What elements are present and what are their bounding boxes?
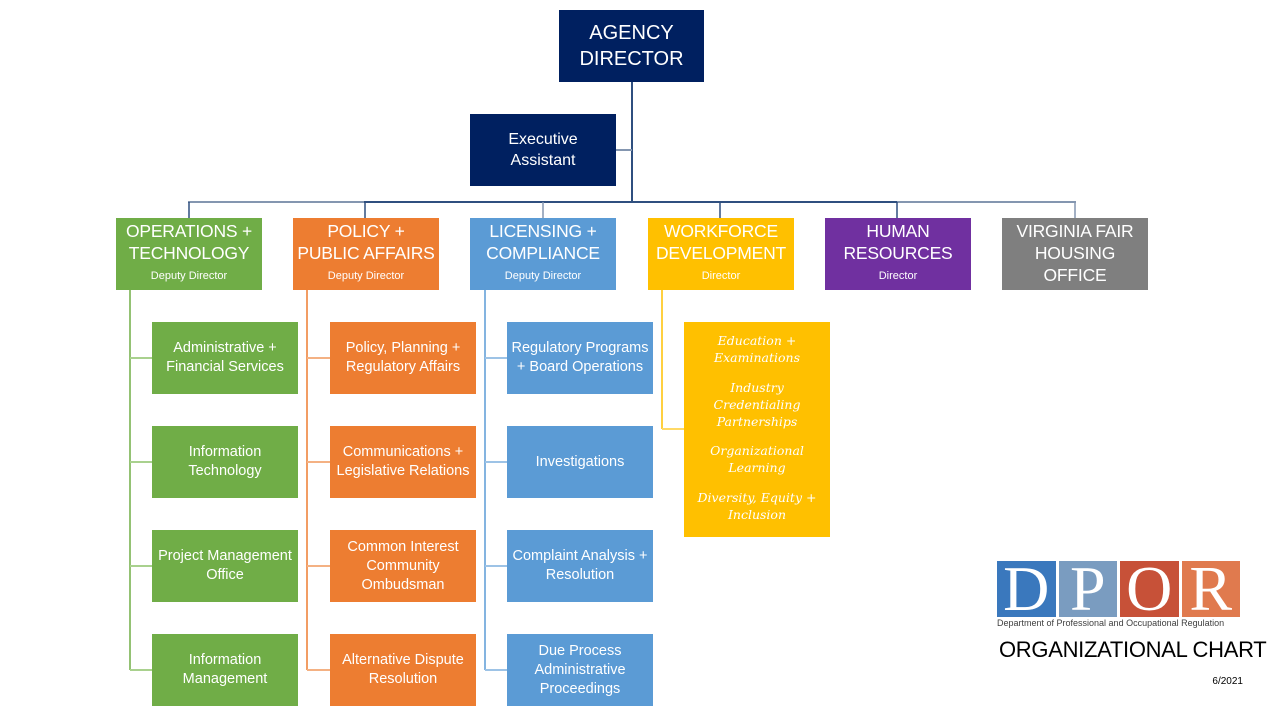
dept-workforce-development: WORKFORCE DEVELOPMENT Director	[648, 218, 794, 290]
dept-operations-technology: OPERATIONS + TECHNOLOGY Deputy Director	[116, 218, 262, 290]
unit-diversity-equity-inclusion: Diversity, Equity + Inclusion	[697, 489, 817, 522]
workforce-units-box: Education + Examinations Industry Creden…	[684, 322, 830, 537]
logo-subtitle: Department of Professional and Occupatio…	[997, 618, 1225, 628]
dept-name-line2: DEVELOPMENT	[655, 243, 787, 263]
unit-cic-ombudsman: Common Interest Community Ombudsman	[330, 530, 476, 602]
unit-alternative-dispute-resolution: Alternative Dispute Resolution	[330, 634, 476, 706]
unit-due-process-admin-proceedings: Due Process Administrative Proceedings	[507, 634, 653, 706]
logo-tile-o: O	[1120, 561, 1179, 617]
unit-communications-legislative: Communications + Legislative Relations	[330, 426, 476, 498]
dept-human-resources: HUMAN RESOURCES Director	[825, 218, 971, 290]
agency-director-line1: AGENCY	[589, 22, 674, 44]
unit-education-examinations: Education + Examinations	[714, 333, 800, 366]
logo-letter-o: O	[1126, 561, 1173, 617]
dept-name-line1: LICENSING +	[489, 221, 597, 241]
logo-letter-d: D	[1003, 561, 1050, 617]
dept-virginia-fair-housing-office: VIRGINIA FAIR HOUSING OFFICE Director	[1002, 218, 1148, 304]
dept-role: Director	[1055, 292, 1095, 304]
dept-name-line2: HOUSING OFFICE	[1034, 243, 1116, 285]
dept-name-line1: OPERATIONS +	[125, 221, 253, 241]
unit-complaint-analysis-resolution: Complaint Analysis + Resolution	[507, 530, 653, 602]
logo-letter-r: R	[1189, 561, 1233, 617]
dept-role: Deputy Director	[150, 270, 228, 282]
executive-assistant-line2: Assistant	[510, 152, 576, 169]
logo-tile-p: P	[1058, 561, 1117, 617]
unit-industry-credentialing-partnerships: Industry Credentialing Partnerships	[713, 379, 801, 429]
dept-name-line1: WORKFORCE	[664, 221, 778, 241]
executive-assistant-box: Executive Assistant	[470, 114, 616, 186]
dept-role: Deputy Director	[327, 270, 405, 282]
dept-name-line2: COMPLIANCE	[486, 243, 600, 263]
dept-name-line2: PUBLIC AFFAIRS	[297, 243, 435, 263]
unit-information-technology: Information Technology	[152, 426, 298, 498]
dept-name-line2: RESOURCES	[843, 243, 953, 263]
agency-director-line2: DIRECTOR	[579, 48, 684, 70]
dept-name-line1: POLICY +	[327, 221, 405, 241]
dept-name-line1: VIRGINIA FAIR	[1016, 221, 1134, 241]
dept-name-line1: HUMAN	[866, 221, 930, 241]
unit-regulatory-programs-board-ops: Regulatory Programs + Board Operations	[507, 322, 653, 394]
dept-name-line2: TECHNOLOGY	[128, 243, 250, 263]
dept-role: Deputy Director	[504, 270, 582, 282]
unit-investigations: Investigations	[507, 426, 653, 498]
unit-admin-financial-services: Administrative + Financial Services	[152, 322, 298, 394]
logo-tile-r: R	[1181, 561, 1240, 617]
unit-policy-planning-regulatory: Policy, Planning + Regulatory Affairs	[330, 322, 476, 394]
chart-title: ORGANIZATIONAL CHART	[999, 637, 1267, 662]
dept-policy-public-affairs: POLICY + PUBLIC AFFAIRS Deputy Director	[293, 218, 439, 290]
chart-date: 6/2021	[1212, 676, 1243, 687]
dpor-logo: D P O R	[997, 561, 1240, 617]
unit-project-management-office: Project Management Office	[152, 530, 298, 602]
logo-tile-d: D	[997, 561, 1056, 617]
unit-information-management: Information Management	[152, 634, 298, 706]
dept-role: Director	[701, 270, 741, 282]
unit-organizational-learning: Organizational Learning	[710, 443, 804, 476]
dept-licensing-compliance: LICENSING + COMPLIANCE Deputy Director	[470, 218, 616, 290]
agency-director-box: AGENCY DIRECTOR	[559, 10, 704, 82]
dept-role: Director	[878, 270, 918, 282]
executive-assistant-line1: Executive	[508, 131, 578, 148]
logo-letter-p: P	[1069, 561, 1106, 617]
